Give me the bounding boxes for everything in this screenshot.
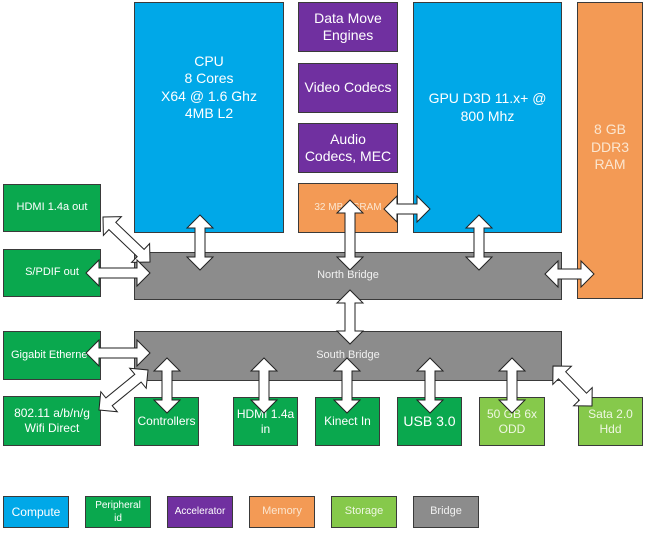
south-bridge-block: South Bridge [134,331,562,381]
ram-block: 8 GB DDR3 RAM [577,2,643,299]
legend-compute-label: Compute [11,504,61,519]
wifi-block: 802.11 a/b/n/g Wifi Direct [3,396,101,446]
data-move-engines-block: Data Move Engines [298,2,398,52]
hdmi-out-block: HDMI 1.4a out [3,184,101,232]
cpu-block: CPU 8 Cores X64 @ 1.6 Ghz 4MB L2 [134,2,284,233]
spdif-out-label: S/PDIF out [25,266,79,279]
hdd-block: Sata 2.0 Hdd [578,397,643,446]
usb-label: USB 3.0 [403,412,456,429]
legend-memory-label: Memory [262,505,302,518]
legend-storage-label: Storage [344,505,384,518]
south-bridge-label: South Bridge [316,349,380,362]
gpu-label: GPU D3D 11.x+ @ 800 Mhz [428,90,547,124]
hdmi-out-label: HDMI 1.4a out [16,201,88,214]
kinect-in-label: Kinect In [324,414,371,428]
legend-storage: Storage [331,496,397,528]
video-codecs-block: Video Codecs [298,63,398,113]
usb-block: USB 3.0 [397,397,462,446]
ethernet-block: Gigabit Etherne [3,331,101,380]
controllers-block: Controllers [134,397,199,446]
hdd-label: Sata 2.0 Hdd [588,406,633,436]
odd-block: 50 GB 6x ODD [479,397,545,446]
wifi-label: 802.11 a/b/n/g Wifi Direct [14,406,90,435]
esram-block: 32 MB ESRAM [298,183,398,233]
legend-peripheral-label: Peripheral id [95,499,141,525]
esram-label: 32 MB ESRAM [314,201,382,213]
kinect-in-block: Kinect In [315,397,380,446]
legend-bridge: Bridge [413,496,479,528]
legend-bridge-label: Bridge [430,505,462,518]
gpu-block: GPU D3D 11.x+ @ 800 Mhz [413,2,562,233]
cpu-label: CPU 8 Cores X64 @ 1.6 Ghz 4MB L2 [161,52,257,122]
legend-memory: Memory [249,496,315,528]
odd-label: 50 GB 6x ODD [486,406,538,436]
legend-accelerator-label: Accelerator [174,505,226,517]
data-move-engines-label: Data Move Engines [314,9,382,44]
ram-label: 8 GB DDR3 RAM [590,121,630,173]
legend-peripheral: Peripheral id [85,496,151,528]
hdmi-in-label: HDMI 1.4a in [236,406,295,436]
controllers-label: Controllers [137,414,196,428]
audio-codecs-label: Audio Codecs, MEC [304,130,392,165]
north-bridge-label: North Bridge [317,269,379,282]
legend-compute: Compute [3,496,69,528]
video-codecs-label: Video Codecs [304,79,392,96]
ethernet-label: Gigabit Etherne [11,348,88,361]
north-bridge-block: North Bridge [134,252,562,300]
audio-codecs-block: Audio Codecs, MEC [298,123,398,173]
legend-accelerator: Accelerator [167,496,233,528]
hdmi-in-block: HDMI 1.4a in [233,397,298,446]
spdif-out-block: S/PDIF out [3,249,101,297]
